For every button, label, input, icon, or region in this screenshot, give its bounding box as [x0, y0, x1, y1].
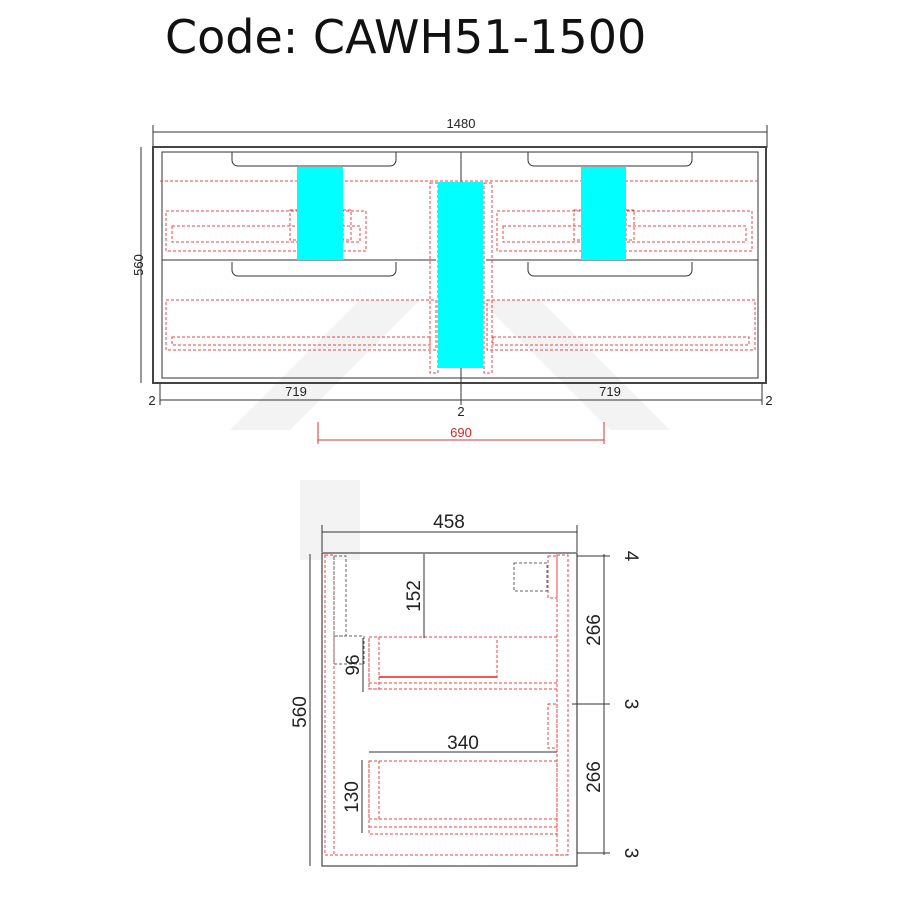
basin-spacing-label: 690 — [450, 425, 472, 440]
left-gap-label: 2 — [148, 393, 155, 408]
top-drawer-height-label: 96 — [343, 654, 364, 675]
top-drawer-front-height-label: 266 — [584, 614, 605, 646]
cabinet-outline — [152, 146, 767, 384]
top-drawer-offset-label: 152 — [404, 580, 425, 612]
bottom-drawer-front-height-label: 266 — [584, 761, 605, 793]
overall-width-label: 1480 — [447, 116, 476, 131]
right-section-width-label: 719 — [599, 384, 621, 399]
side-height-label: 560 — [290, 696, 311, 728]
height-label: 560 — [131, 254, 146, 276]
top-gap-label: 4 — [620, 551, 641, 562]
depth-label: 458 — [433, 512, 465, 533]
drawer-handle — [231, 152, 397, 167]
product-code-title: Code: CAWH51-1500 — [165, 10, 647, 64]
drawer-handle — [231, 262, 397, 277]
bottom-drawer-height-label: 130 — [342, 781, 363, 813]
front-view: 1480 560 719 719 2 2 2 — [131, 116, 773, 444]
plumbing-cutout-right — [581, 167, 626, 260]
middle-gap-label: 3 — [620, 699, 641, 710]
watermark-logo — [230, 300, 670, 560]
side-view: 458 560 152 96 340 130 4 266 3 — [290, 512, 641, 867]
bottom-drawer-width-label: 340 — [447, 733, 479, 754]
bottom-gap-label: 3 — [620, 848, 641, 859]
right-gap-label: 2 — [765, 393, 772, 408]
drawer-handle — [527, 152, 693, 167]
drawer-handle — [527, 262, 693, 277]
left-section-width-label: 719 — [285, 384, 307, 399]
plumbing-cutout-left — [297, 167, 343, 260]
center-gap-label: 2 — [457, 404, 464, 419]
side-outline — [321, 552, 578, 867]
plumbing-cutout-center — [438, 182, 483, 368]
